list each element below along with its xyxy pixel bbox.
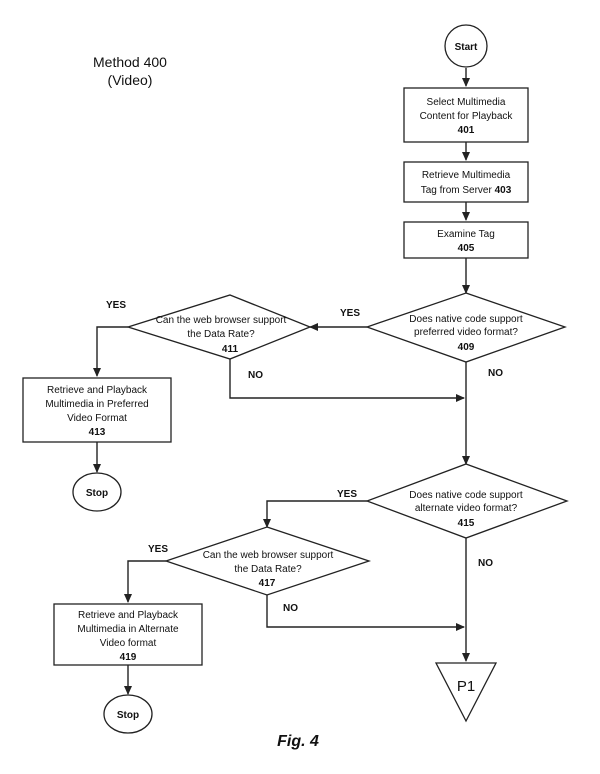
edge-415-417-yes: [263, 500, 367, 528]
svg-text:the Data Rate?: the Data Rate?: [234, 564, 302, 575]
edge-417-419-yes: [124, 560, 166, 603]
svg-text:Stop: Stop: [117, 710, 139, 721]
svg-text:P1: P1: [457, 678, 475, 695]
svg-text:415: 415: [458, 518, 475, 529]
offpage-connector-p1: P1: [434, 662, 498, 723]
edge-411-413-yes: [93, 326, 128, 377]
edge-label-no-411: NO: [248, 370, 263, 381]
edge-label-no-415: NO: [478, 558, 493, 569]
decision-417: Can the web browser support the Data Rat…: [163, 526, 372, 596]
svg-text:419: 419: [120, 652, 137, 663]
svg-text:401: 401: [458, 125, 475, 136]
svg-text:Select Multimedia: Select Multimedia: [427, 97, 506, 108]
edge-label-yes-411: YES: [106, 300, 126, 311]
svg-text:Retrieve and Playback: Retrieve and Playback: [47, 385, 148, 396]
edge-417-join-no: [266, 595, 465, 631]
start-node: Start: [444, 24, 488, 68]
decision-415: Does native code support alternate video…: [365, 463, 569, 539]
svg-text:405: 405: [458, 243, 475, 254]
figure-caption: Fig. 4: [277, 733, 319, 750]
svg-text:Does native code support: Does native code support: [409, 490, 523, 501]
decision-411: Can the web browser support the Data Rat…: [125, 294, 312, 360]
method-subtitle: (Video): [108, 72, 153, 88]
edge-label-no-417: NO: [283, 603, 298, 614]
svg-text:Stop: Stop: [86, 488, 108, 499]
stop-node-1: Stop: [72, 472, 122, 512]
svg-text:preferred video format?: preferred video format?: [414, 327, 518, 338]
edges: [93, 68, 470, 695]
stop-node-2: Stop: [103, 694, 153, 734]
process-403: Retrieve Multimedia Tag from Server 403: [403, 161, 529, 203]
svg-text:409: 409: [458, 342, 475, 353]
svg-text:alternate video format?: alternate video format?: [415, 503, 518, 514]
svg-text:Video format: Video format: [100, 638, 157, 649]
edge-411-join-no: [229, 359, 465, 402]
process-413: Retrieve and Playback Multimedia in Pref…: [22, 377, 172, 443]
svg-text:Can the web browser support: Can the web browser support: [203, 550, 334, 561]
svg-text:Does native code support: Does native code support: [409, 314, 523, 325]
process-403-line2: Tag from Server: [421, 185, 493, 196]
decision-409: Does native code support preferred video…: [365, 292, 567, 363]
process-403-ref: 403: [495, 185, 512, 196]
svg-text:Multimedia in Alternate: Multimedia in Alternate: [77, 624, 179, 635]
method-title: Method 400: [93, 54, 167, 70]
process-405: Examine Tag 405: [403, 221, 529, 259]
edge-label-no-409: NO: [488, 368, 503, 379]
svg-text:Content for Playback: Content for Playback: [420, 111, 514, 122]
edge-label-yes-417: YES: [148, 544, 168, 555]
process-419: Retrieve and Playback Multimedia in Alte…: [53, 603, 203, 666]
edge-label-yes-409: YES: [340, 308, 360, 319]
svg-text:411: 411: [222, 344, 239, 355]
svg-text:Start: Start: [455, 42, 478, 53]
svg-text:Video Format: Video Format: [67, 413, 127, 424]
svg-text:Can the web browser support: Can the web browser support: [156, 315, 287, 326]
svg-text:Retrieve and Playback: Retrieve and Playback: [78, 610, 179, 621]
process-401: Select Multimedia Content for Playback 4…: [403, 87, 529, 143]
svg-text:Retrieve Multimedia: Retrieve Multimedia: [422, 170, 511, 181]
svg-text:Examine Tag: Examine Tag: [437, 229, 495, 240]
svg-text:Tag from Server 403: Tag from Server 403: [421, 185, 512, 196]
svg-text:413: 413: [89, 427, 106, 438]
svg-text:417: 417: [259, 578, 276, 589]
edge-label-yes-415: YES: [337, 489, 357, 500]
svg-text:Multimedia in Preferred: Multimedia in Preferred: [45, 399, 148, 410]
svg-text:the Data Rate?: the Data Rate?: [187, 329, 255, 340]
